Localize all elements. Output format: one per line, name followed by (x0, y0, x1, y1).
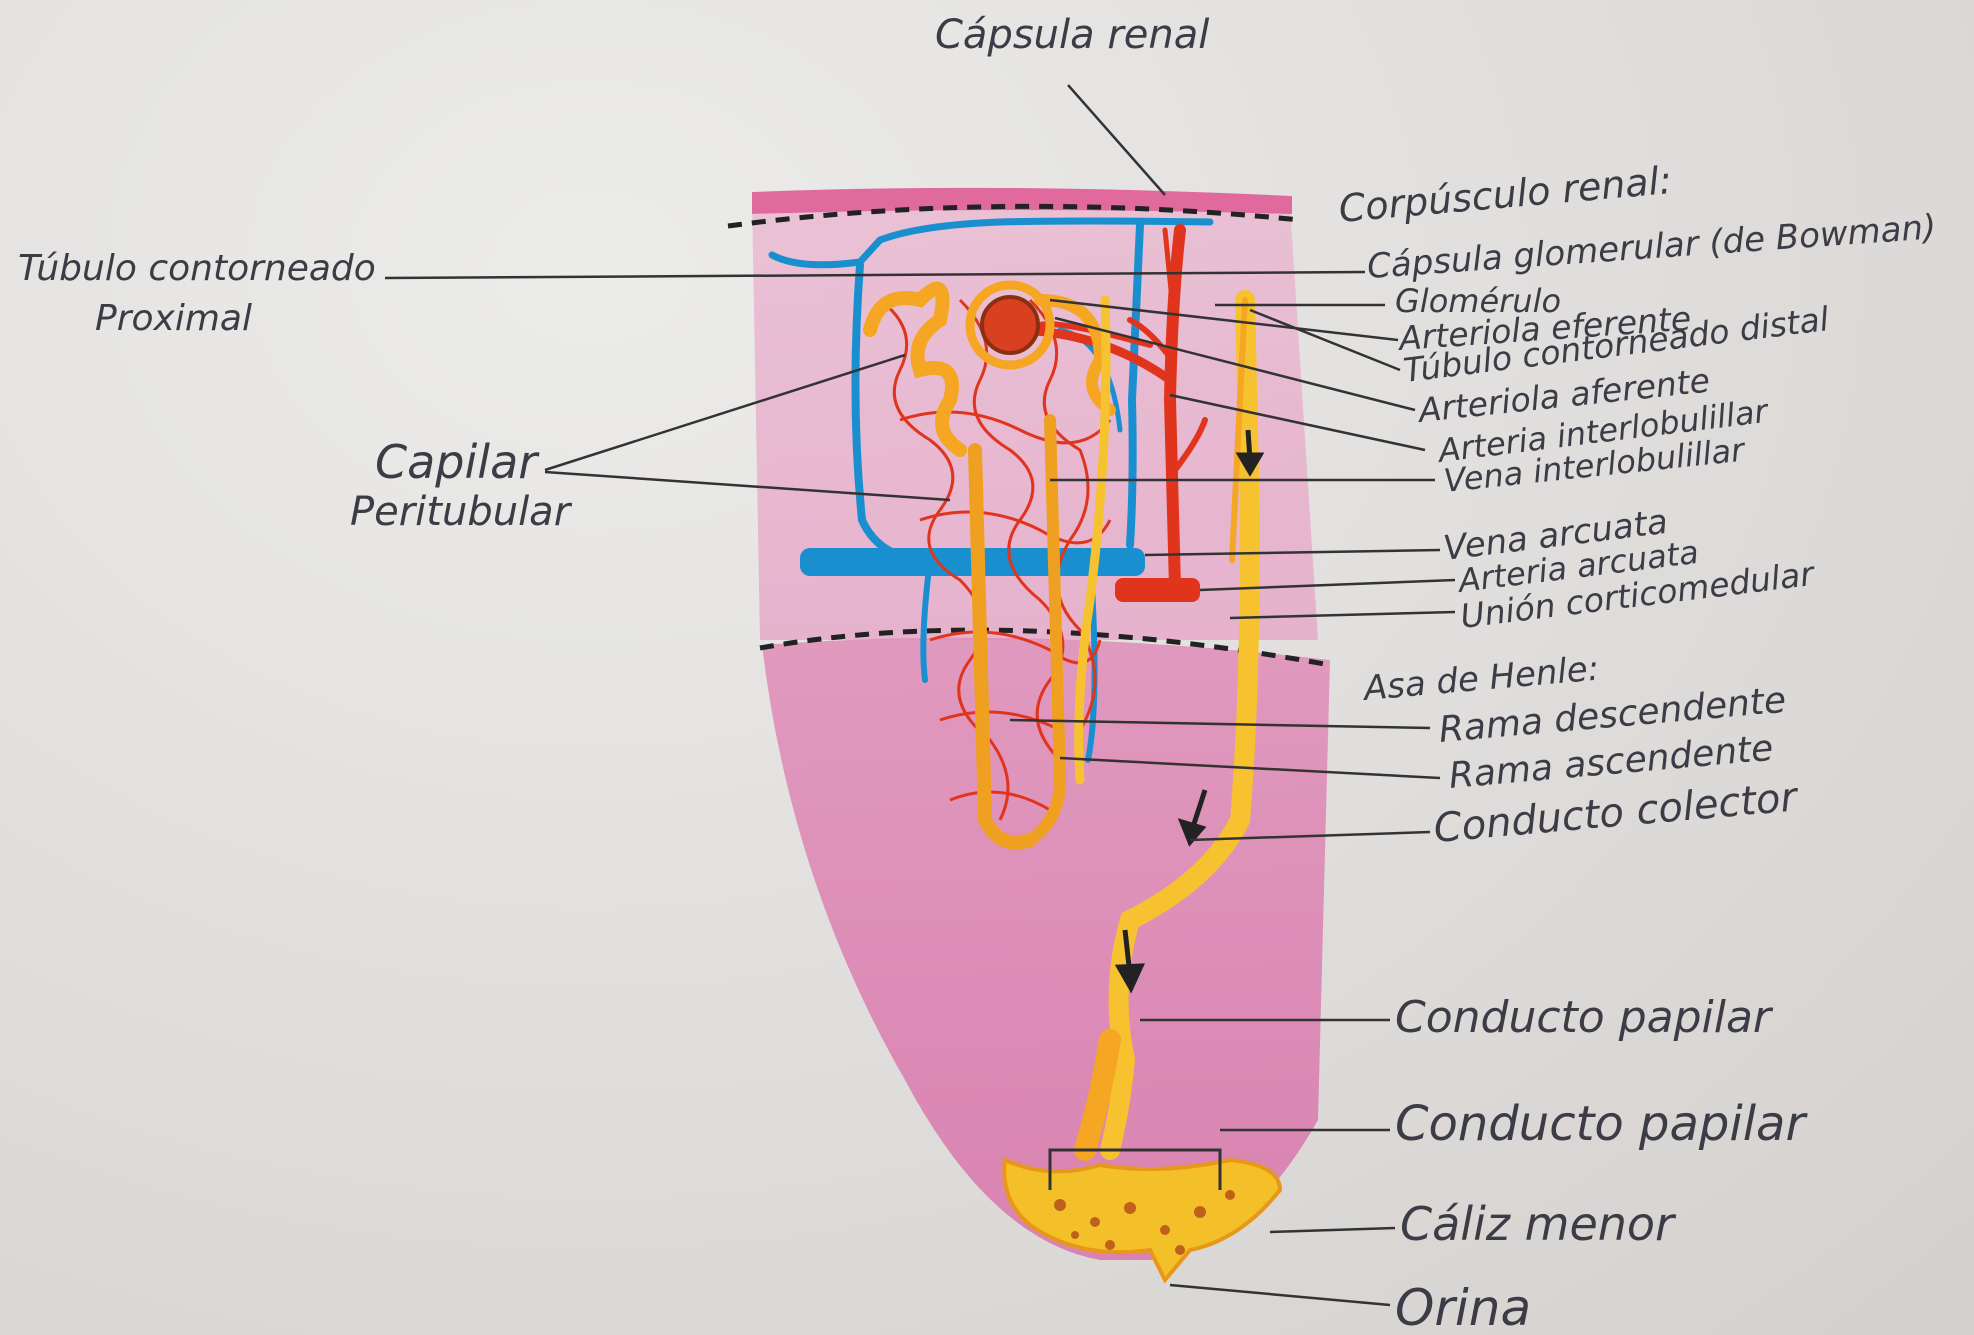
label-capilar-line2: Peritubular (350, 489, 573, 535)
glomerulus (982, 297, 1038, 353)
label-corpusculo-renal: Corpúsculo renal: (1337, 158, 1674, 231)
arcuate-artery (1115, 578, 1200, 602)
minor-calyx (1004, 1160, 1280, 1280)
label-capilar-line1: Capilar (375, 435, 540, 489)
label-caliz-menor: Cáliz menor (1400, 1197, 1677, 1251)
label-capsula-renal: Cápsula renal (935, 12, 1209, 58)
label-conducto-papilar-2: Conducto papilar (1395, 1096, 1808, 1152)
label-tubulo-proximal-line1: Túbulo contorneado (18, 248, 376, 289)
label-orina: Orina (1395, 1279, 1531, 1335)
label-conducto-papilar-1: Conducto papilar (1395, 992, 1774, 1043)
label-tubulo-proximal-line2: Proximal (95, 298, 252, 339)
